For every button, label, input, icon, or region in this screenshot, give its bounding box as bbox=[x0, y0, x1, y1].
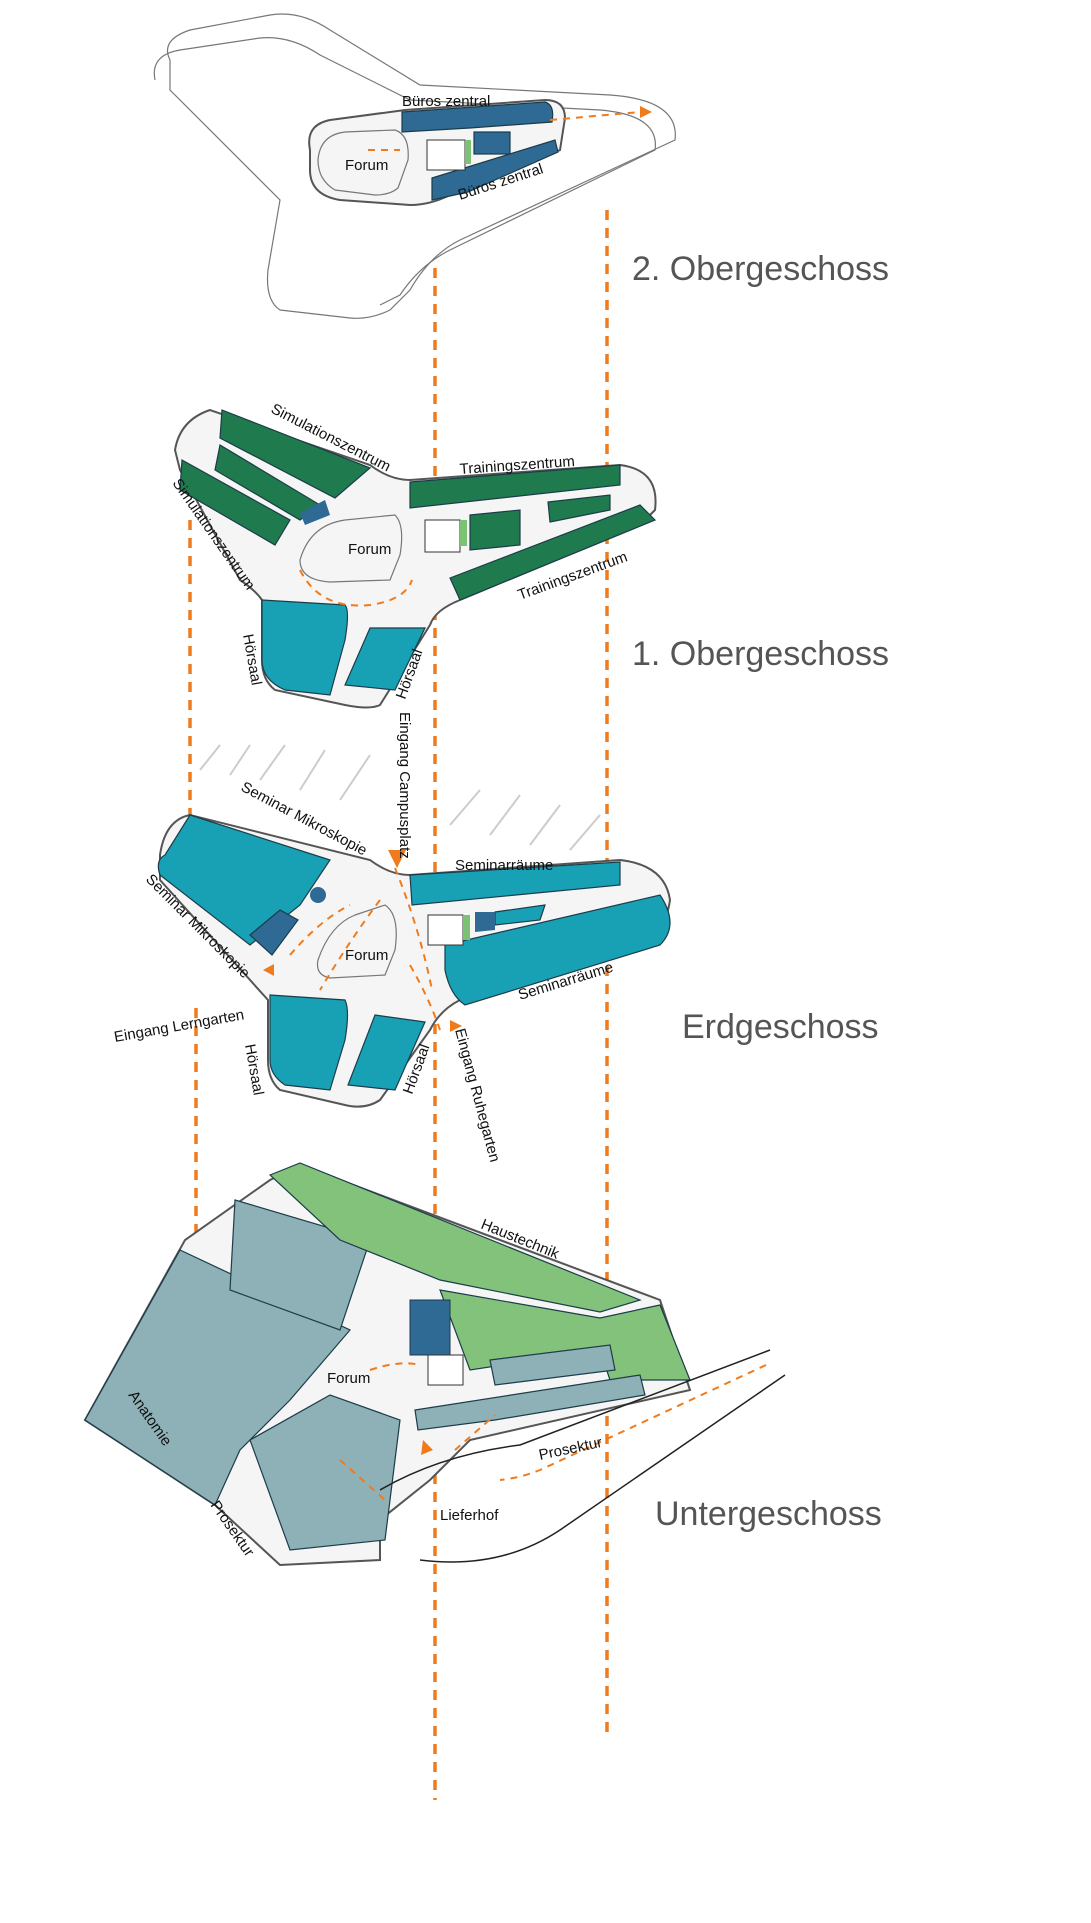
office-core bbox=[473, 131, 511, 155]
label-lieferhof: Lieferhof bbox=[440, 1507, 499, 1524]
train-south bbox=[449, 504, 657, 601]
floor-title-og1: 1. Obergeschoss bbox=[632, 635, 889, 673]
seminar-north bbox=[409, 861, 621, 906]
label-forum-og1: Forum bbox=[348, 541, 391, 558]
sim-west bbox=[179, 459, 291, 546]
column-eg bbox=[310, 887, 326, 903]
label-eingang-ruhegarten: Eingang Ruhegarten bbox=[451, 1027, 503, 1164]
label-eingang-campus: Eingang Campusplatz bbox=[396, 712, 413, 859]
label-forum-eg: Forum bbox=[345, 947, 388, 964]
label-forum-ug: Forum bbox=[327, 1370, 370, 1387]
floor-ug: Haustechnik Forum Anatomie Prosektur Pro… bbox=[83, 1162, 882, 1567]
ug-walk-paths bbox=[339, 1362, 496, 1501]
hatched-plaza bbox=[199, 744, 601, 851]
floor-og2: Büros zentral Büros zentral Forum 2. Obe… bbox=[153, 13, 889, 319]
lieferhof-path bbox=[499, 1364, 767, 1481]
office-eg-2 bbox=[475, 912, 495, 932]
entrance-arrow-campus-icon bbox=[388, 850, 406, 868]
ug-south-rooms bbox=[414, 1374, 646, 1431]
entrance-arrow-ruhegarten-icon bbox=[450, 1020, 462, 1032]
floor-title-og2: 2. Obergeschoss bbox=[632, 250, 889, 288]
label-seminar-top: Seminarräume bbox=[455, 857, 553, 874]
office-og1 bbox=[300, 500, 330, 525]
haustechnik-north bbox=[268, 1162, 642, 1313]
lieferhof-road bbox=[379, 1349, 786, 1563]
entrance-arrow-lerngarten-icon bbox=[263, 964, 274, 976]
office-ug bbox=[409, 1299, 451, 1356]
stair-core bbox=[426, 139, 466, 171]
label-hoersaal-eg-left: Hörsaal bbox=[241, 1043, 267, 1097]
og1-walk-path bbox=[299, 569, 413, 607]
label-eingang-lerngarten: Eingang Lerngarten bbox=[113, 1006, 246, 1046]
hoersaal-eg-right bbox=[347, 1014, 426, 1091]
arrow-head-icon bbox=[640, 106, 652, 118]
office-eg bbox=[249, 909, 299, 956]
elevator-eg bbox=[463, 915, 470, 940]
label-buros-top: Büros zentral bbox=[402, 93, 490, 110]
elevator bbox=[465, 140, 471, 164]
og2-outline-lower bbox=[166, 13, 676, 319]
eg-forum-void bbox=[316, 904, 397, 979]
og2-forum-void bbox=[317, 129, 409, 196]
floor-og1: Simulationszentrum Simulationszentrum Tr… bbox=[169, 400, 889, 709]
stair-core-og1 bbox=[424, 519, 461, 553]
sim-mid bbox=[214, 444, 322, 521]
seminar-south bbox=[444, 894, 671, 1006]
hoersaal-og1-left bbox=[261, 599, 349, 696]
arrow-head-ug-icon bbox=[421, 1440, 433, 1455]
prosektur-block bbox=[249, 1394, 401, 1551]
anatomie-block bbox=[84, 1249, 351, 1506]
og2-exit-arrow bbox=[549, 111, 641, 121]
train-island bbox=[547, 494, 611, 523]
eg-walk-paths bbox=[289, 867, 441, 1031]
floor-title-ug: Untergeschoss bbox=[655, 1495, 882, 1533]
og2-outline-upper bbox=[153, 37, 656, 306]
label-prosektur-right: Prosektur bbox=[537, 1434, 603, 1464]
og1-forum-void bbox=[299, 514, 403, 583]
floor-title-eg: Erdgeschoss bbox=[682, 1008, 879, 1046]
floor-eg: Seminar Mikroskopie Seminar Mikroskopie … bbox=[113, 712, 879, 1164]
sim-north bbox=[219, 409, 372, 499]
hoersaal-og1-right bbox=[344, 627, 426, 691]
buros-south bbox=[431, 139, 559, 201]
buros-north bbox=[401, 101, 554, 133]
hoersaal-eg-left bbox=[269, 994, 349, 1091]
stair-core-eg bbox=[427, 914, 464, 946]
elevator-og1 bbox=[460, 520, 467, 546]
stair-core-ug bbox=[427, 1354, 464, 1386]
train-mid bbox=[469, 509, 521, 551]
label-hoersaal-og1-left: Hörsaal bbox=[239, 633, 265, 687]
label-forum-og2: Forum bbox=[345, 157, 388, 174]
train-north bbox=[409, 464, 621, 509]
ug-mid-rooms bbox=[489, 1344, 616, 1386]
